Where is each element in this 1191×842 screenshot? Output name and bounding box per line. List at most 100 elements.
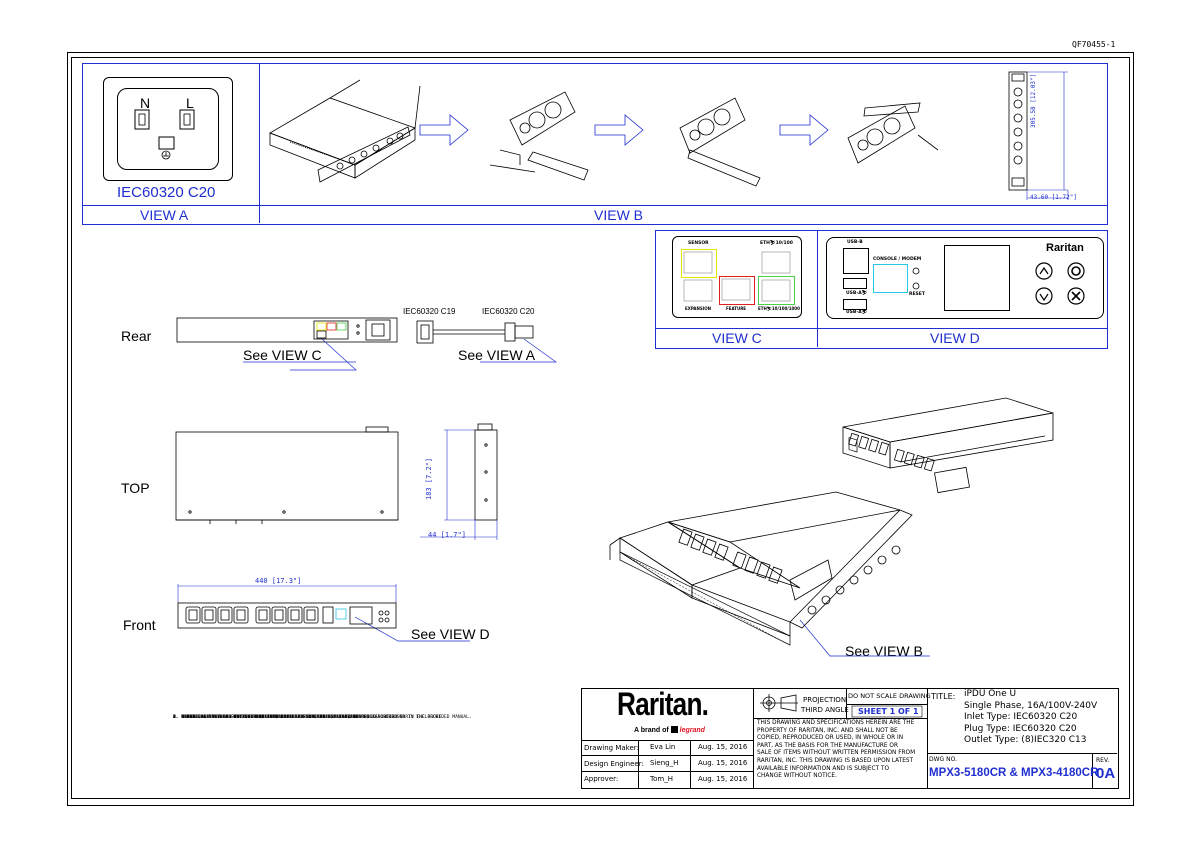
row-date: Aug. 15, 2016 bbox=[698, 759, 748, 767]
legrand-logo bbox=[670, 726, 678, 733]
iso-pdu-lower bbox=[609, 491, 913, 646]
row-role: Approver: bbox=[584, 775, 619, 783]
sheet-label: SHEET 1 OF 1 bbox=[858, 707, 919, 716]
title-lines: iPDU One U Single Phase, 16A/100V-240V I… bbox=[964, 689, 1097, 747]
note-line: 6. LENGTH OF THE CORD IS 3000MM+/-70MM bbox=[173, 715, 279, 720]
title-line: iPDU One U bbox=[964, 689, 1017, 699]
top-view-pdu bbox=[175, 426, 399, 524]
front-view-pdu bbox=[177, 584, 397, 629]
view-strip-label-row bbox=[82, 205, 1107, 206]
c20-label: IEC60320 C20 bbox=[482, 307, 535, 316]
tb-divider bbox=[1092, 753, 1093, 788]
leader-lines bbox=[243, 338, 930, 657]
see-view-a-label: See VIEW A bbox=[458, 347, 536, 363]
view-d-brand: Raritan bbox=[1046, 242, 1084, 254]
view-cd-divider bbox=[817, 230, 818, 347]
row-name: Sieng_H bbox=[650, 759, 679, 767]
disclaimer-line: COPIED, REPRODUCED OR USED, IN WHOLE OR … bbox=[757, 735, 904, 742]
usb-a2-label: USB-A⛷ bbox=[846, 310, 868, 315]
front-label: Front bbox=[123, 617, 156, 633]
disclaimer: THIS DRAWING AND SPECIFICATIONS HEREIN A… bbox=[757, 720, 915, 781]
see-view-d-label: See VIEW D bbox=[411, 626, 490, 642]
tb-divider bbox=[927, 688, 928, 788]
view-c-label: VIEW C bbox=[712, 330, 762, 346]
title-line: Plug Type: IEC60320 C20 bbox=[964, 723, 1077, 734]
side-view-pdu bbox=[420, 423, 498, 540]
row-name: Eva Lin bbox=[650, 743, 676, 751]
tb-divider bbox=[581, 771, 753, 772]
note-line: 3. UNLESS OTHERWISE SPECIFIED ALL DIMENS… bbox=[173, 715, 373, 720]
drawing-frame bbox=[67, 52, 1134, 806]
lcd-display bbox=[944, 245, 1010, 311]
top-depth-dim: 44 [1.7"] bbox=[428, 531, 466, 539]
front-outlets bbox=[185, 606, 319, 624]
title-brand-sub: A brand of legrand bbox=[634, 726, 705, 734]
disclaimer-line: RARITAN, INC. THIS DRAWING IS BASED UPON… bbox=[757, 757, 914, 764]
drawing-frame-inner bbox=[71, 57, 1130, 799]
inlet-label: IEC60320 C20 bbox=[117, 184, 216, 201]
usb-b-label: USB-B bbox=[847, 240, 863, 245]
projection-symbol bbox=[760, 694, 798, 712]
eth-port bbox=[758, 276, 795, 305]
note-line: 7. DIMENSION TOLERANCE: LENGTH +/-3MM, W… bbox=[173, 715, 359, 720]
eth2-label: ETH⛷10/100/1000 bbox=[758, 306, 800, 311]
disclaimer-line: PART, AS THE BASIS FOR THE MANUFACTURE O… bbox=[757, 742, 899, 749]
iso-pdu-upper-outlets bbox=[848, 432, 935, 472]
sensor-label: SENSOR bbox=[688, 241, 709, 246]
socket-pins bbox=[134, 109, 195, 160]
disclaimer-line: SALE OF ITEMS WITHOUT WRITTEN PERMISSION… bbox=[757, 750, 916, 757]
legrand-text: legrand bbox=[679, 727, 705, 734]
tb-divider bbox=[753, 718, 928, 719]
doc-code: QF70455-1 bbox=[1072, 40, 1116, 49]
side-depth-dim: 43.60 [1.72"] bbox=[1030, 194, 1077, 201]
see-view-c-label: See VIEW C bbox=[243, 347, 322, 363]
view-strip bbox=[82, 63, 1108, 225]
note-line: 5. BRACKET KITS TO MOUNT TO SPECIFIC 3RD… bbox=[173, 715, 403, 720]
view-d-controls bbox=[912, 262, 1085, 305]
arrow-3 bbox=[779, 114, 829, 146]
view-b-bracket-step3 bbox=[679, 97, 761, 187]
feature-port bbox=[719, 276, 755, 305]
disclaimer-line: PROPERTY OF RARITAN, INC. AND SHALL NOT … bbox=[757, 727, 898, 734]
projection-label: PROJECTION bbox=[803, 696, 847, 704]
arrow-1 bbox=[419, 114, 469, 146]
view-b-pdu-step1 bbox=[269, 79, 421, 183]
view-d-label: VIEW D bbox=[930, 330, 980, 346]
row-name: Tom_H bbox=[650, 775, 673, 783]
row-date: Aug. 15, 2016 bbox=[698, 743, 748, 751]
view-b-label: VIEW B bbox=[594, 207, 644, 223]
reset-label: RESET bbox=[909, 292, 925, 297]
disclaimer-line: AVAILABLE INFORMATION AND IS SUBJECT TO bbox=[757, 765, 890, 772]
rear-label: Rear bbox=[121, 328, 152, 344]
c19-label: IEC60320 C19 bbox=[403, 307, 456, 316]
view-cd-label-row bbox=[655, 328, 1107, 329]
feature-label: FEATURE bbox=[726, 306, 747, 311]
title-brand: Raritan. bbox=[617, 686, 709, 722]
console-port bbox=[873, 264, 908, 293]
dwg-label: DWG NO. bbox=[929, 756, 957, 763]
title-line: Single Phase, 16A/100V-240V bbox=[964, 700, 1098, 711]
view-strip-divider bbox=[259, 63, 260, 223]
view-c-port-details bbox=[683, 251, 791, 302]
rev-label: REV. bbox=[1096, 757, 1110, 764]
expansion-label: EXPANSION bbox=[685, 306, 711, 311]
no-scale-label: DO NOT SCALE DRAWING bbox=[848, 692, 931, 700]
socket-outline bbox=[103, 77, 233, 181]
title-line: Outlet Type: (8)IEC320 C13 bbox=[964, 735, 1087, 745]
console-label: CONSOLE / MODEM bbox=[873, 257, 922, 262]
arrow-2 bbox=[594, 114, 644, 146]
socket-n-label: N bbox=[140, 95, 151, 111]
title-line: Inlet Type: IEC60320 C20 bbox=[964, 712, 1078, 722]
dwg-number: MPX3-5180CR & MPX3-4180CR bbox=[929, 767, 1099, 779]
view-b-bracket-step2 bbox=[489, 91, 589, 181]
iso-pdu-upper bbox=[842, 397, 1054, 494]
row-role: Design Engineer: bbox=[584, 760, 644, 768]
rev-value: 0A bbox=[1096, 765, 1116, 782]
power-cord bbox=[416, 320, 534, 344]
brand-sub-text: A brand of bbox=[634, 727, 669, 734]
note-line: 1. INSTALLATION SHALL COMPLY WITH ALL AP… bbox=[173, 715, 398, 720]
tb-divider bbox=[753, 688, 754, 788]
see-view-b-label: See VIEW B bbox=[845, 643, 923, 659]
third-angle-label: THIRD ANGLE bbox=[801, 706, 849, 714]
usb-b-port bbox=[843, 248, 869, 274]
